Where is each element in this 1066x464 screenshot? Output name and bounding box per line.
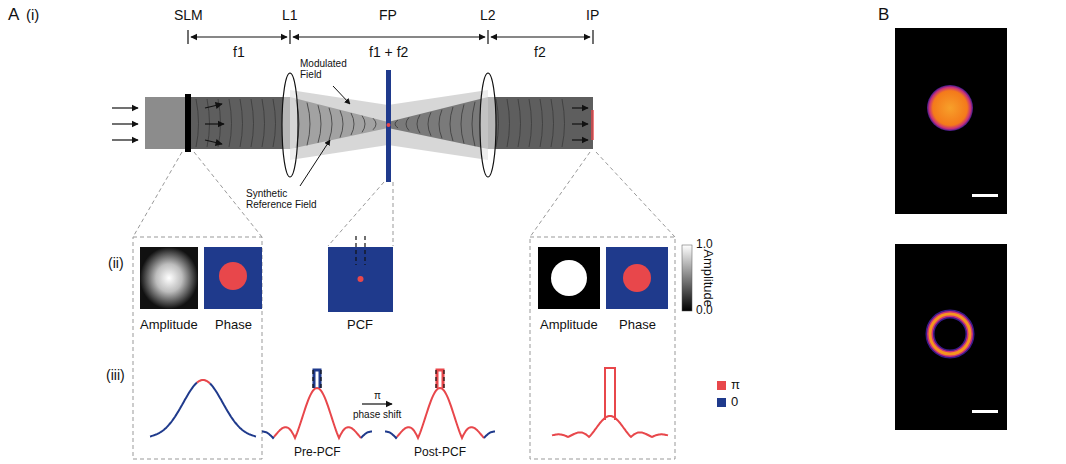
legend-text: 0 xyxy=(731,395,738,409)
curve-stroke xyxy=(373,118,376,130)
figure-label: PCF xyxy=(347,318,373,332)
figure-label: phase shift xyxy=(353,409,401,420)
figure-label: B xyxy=(878,6,889,25)
curve-stroke xyxy=(529,99,532,147)
curve-stroke xyxy=(197,380,210,384)
curve-stroke xyxy=(507,99,510,147)
figure-label: FP xyxy=(379,8,397,23)
curve-stroke xyxy=(361,432,372,438)
curve-stroke xyxy=(229,99,232,147)
curve-stroke xyxy=(318,105,321,143)
curve-stroke xyxy=(196,99,199,147)
figure-label: Post-PCF xyxy=(414,446,466,459)
curve-stroke xyxy=(406,117,409,130)
legend-swatch xyxy=(717,398,726,407)
curve-stroke xyxy=(518,99,521,147)
figure-label: Modulated Field xyxy=(300,58,362,80)
figure-label: L1 xyxy=(282,8,298,23)
curve-stroke xyxy=(484,432,495,438)
curve-stroke xyxy=(262,432,274,438)
curve-stroke xyxy=(461,104,464,143)
figure-label: A xyxy=(8,6,19,25)
figure-label: SLM xyxy=(174,8,203,23)
curve-stroke xyxy=(552,416,668,437)
figure-label: f2 xyxy=(534,45,546,60)
curve-stroke xyxy=(314,370,320,388)
figure-label: Pre-PCF xyxy=(294,446,341,459)
figure-label: Amplitude xyxy=(701,249,715,307)
curve-stroke xyxy=(307,103,310,146)
figure-label: π xyxy=(374,390,381,401)
figure-label: f1 + f2 xyxy=(369,45,408,60)
curve-stroke xyxy=(551,99,554,147)
figure-label: (ii) xyxy=(108,256,124,271)
figure-label: 0.0 xyxy=(696,304,713,317)
figure-label: Amplitude xyxy=(140,318,198,332)
curve-stroke xyxy=(562,99,565,147)
figure-label: Synthetic Reference Field xyxy=(246,188,334,210)
curve-stroke xyxy=(450,107,453,141)
curve-stroke xyxy=(397,388,484,438)
curve-stroke xyxy=(439,110,442,139)
curve-stroke xyxy=(472,102,475,146)
curve-stroke xyxy=(251,99,254,147)
figure-label: Phase xyxy=(215,318,252,332)
curve-stroke xyxy=(605,368,615,420)
curve-stroke xyxy=(417,115,420,133)
curve-stroke xyxy=(340,110,343,137)
curve-stroke xyxy=(351,113,354,135)
curve-stroke xyxy=(207,99,210,147)
figure-label: (iii) xyxy=(106,368,125,383)
figure-label: (i) xyxy=(26,7,39,24)
curve-stroke xyxy=(218,99,221,147)
curve-stroke xyxy=(329,108,332,140)
figure-label: Phase xyxy=(619,318,656,332)
curve-stroke xyxy=(240,99,243,147)
legend-text: π xyxy=(731,378,740,392)
curve-stroke xyxy=(262,99,265,147)
curve-stroke xyxy=(274,388,361,438)
legend-swatch xyxy=(717,381,726,390)
curve-stroke xyxy=(428,112,431,136)
figure-label: L2 xyxy=(480,8,496,23)
figure-label: 1.0 xyxy=(696,238,713,251)
figure-label: IP xyxy=(586,8,599,23)
curve-stroke xyxy=(362,116,365,133)
curve-stroke xyxy=(437,370,443,388)
curve-stroke xyxy=(210,384,256,437)
curve-stroke xyxy=(150,383,197,437)
curve-stroke xyxy=(540,99,543,147)
curve-stroke xyxy=(385,432,397,438)
figure-label: Amplitude xyxy=(540,318,598,332)
curve-stroke xyxy=(395,120,398,128)
curve-stroke xyxy=(273,99,276,147)
figure-label: f1 xyxy=(233,45,245,60)
